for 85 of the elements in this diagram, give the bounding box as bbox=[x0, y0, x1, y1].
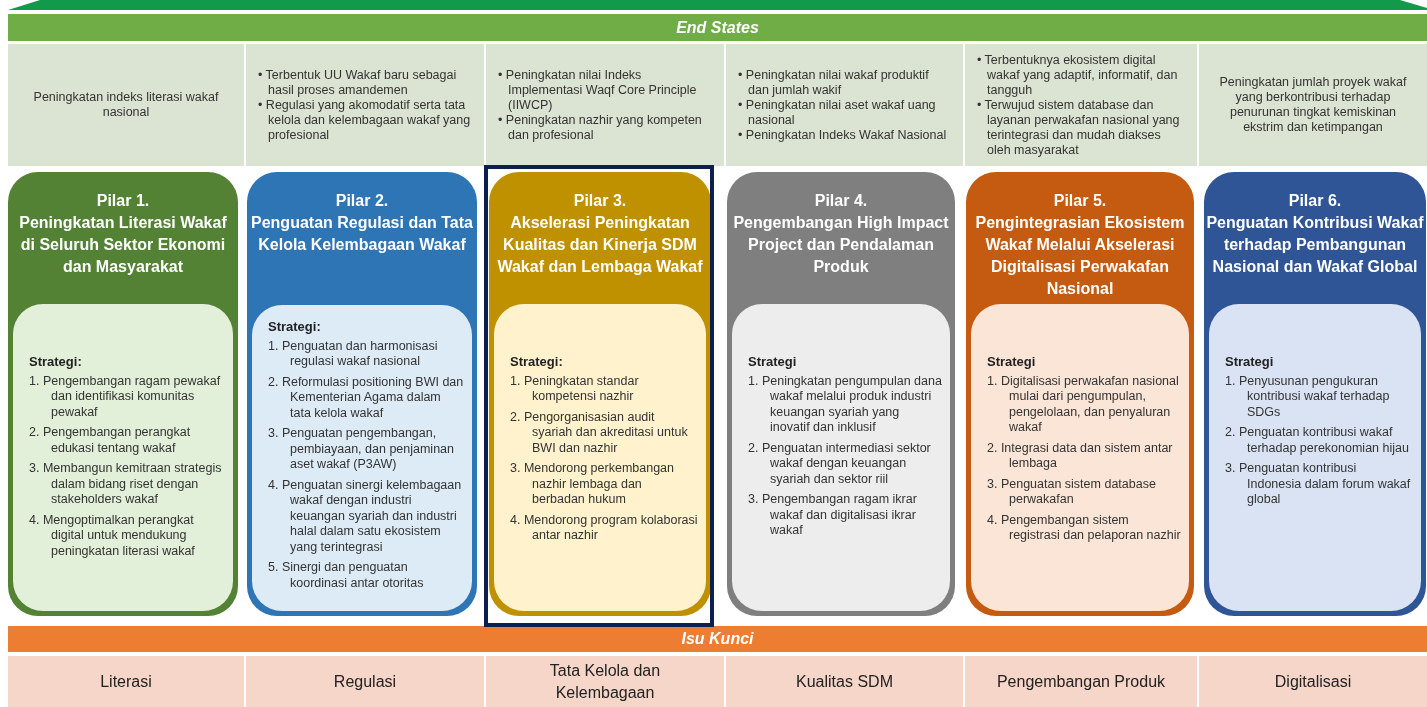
strategy-heading: Strategi: bbox=[510, 354, 564, 370]
strategy-item: 1. Penyusunan pengukuran kontribusi wakaf terhadap SDGs bbox=[1225, 373, 1391, 420]
strategy-heading: Strategi bbox=[987, 354, 1037, 370]
pillar-card bbox=[966, 172, 1194, 616]
pillar-title: Akselerasi Peningkatan Kualitas dan Kinerja SDM Wakaf dan Lembaga Wakaf bbox=[496, 213, 704, 277]
key-issue-cell bbox=[1199, 656, 1427, 707]
section-header-band bbox=[8, 14, 1427, 41]
pillar-card bbox=[8, 172, 238, 616]
pillar-number: Pilar 4. bbox=[813, 191, 869, 211]
strategy-item: 3. Penguatan pengembangan, pembiayaan, dan penjaminan aset wakaf (P3AW) bbox=[268, 426, 455, 473]
key-issue-cell bbox=[726, 656, 963, 707]
strategy-panel bbox=[971, 304, 1189, 611]
strategy-item: 2. Penguatan intermediasi sektor wakaf dengan keuangan syariah dan sektor riil bbox=[748, 440, 932, 487]
strategy-item: 2. Reformulasi positioning BWI dan Kementerian Agama dalam tata kelola wakaf bbox=[268, 374, 464, 421]
header-text: End States bbox=[676, 18, 759, 37]
strategy-item: 2. Penguatan kontribusi wakaf terhadap perekonomian hijau bbox=[1225, 425, 1410, 456]
pillar-number: Pilar 2. bbox=[334, 191, 390, 211]
strategy-item: 2. Pengorganisasian audit syariah dan akreditasi untuk BWI dan nazhir bbox=[510, 409, 689, 456]
strategy-item: 1. Pengembangan ragam pewakaf dan identifikasi komunitas pewakaf bbox=[29, 373, 222, 420]
strategy-panel bbox=[252, 305, 472, 611]
strategy-item: 1. Penguatan dan harmonisasi regulasi wakaf nasional bbox=[268, 338, 439, 370]
strategy-heading: Strategi: bbox=[268, 319, 322, 335]
strategy-heading: Strategi bbox=[1225, 354, 1275, 370]
strategy-item: 5. Sinergi dan penguatan koordinasi antar otoritas bbox=[268, 560, 425, 591]
bullet-item: • Peningkatan Indeks Wakaf Nasional bbox=[738, 127, 948, 143]
key-issue-text: Kualitas SDM bbox=[796, 671, 893, 692]
strategy-item: 1. Digitalisasi perwakafan nasional mulai dari pengumpulan, pengelolaan, dan penyaluran wakaf bbox=[987, 373, 1180, 436]
pillar-number: Pilar 1. bbox=[95, 191, 151, 211]
pillar-number: Pilar 6. bbox=[1287, 191, 1343, 211]
section-header-band bbox=[8, 626, 1427, 652]
key-issue-cell bbox=[965, 656, 1197, 707]
header-text: Isu Kunci bbox=[681, 630, 754, 648]
strategy-panel bbox=[1209, 304, 1421, 611]
strategy-item: 3. Membangun kemitraan strategis dalam bidang riset dengan stakeholders wakaf bbox=[29, 461, 223, 508]
strategy-item: 4. Pengembangan sistem registrasi dan pelaporan nazhir bbox=[987, 512, 1181, 544]
strategy-item: 4. Mengoptimalkan perangkat digital untuk mendukung peningkatan literasi wakaf bbox=[29, 512, 196, 559]
end-state-text: Peningkatan jumlah proyek wakaf yang berkontribusi terhadap penurunan tingkat kemiskinan ekstrim dan ketimpangan bbox=[1218, 75, 1408, 135]
strategy-panel bbox=[494, 304, 706, 611]
key-issue-text: Pengembangan Produk bbox=[996, 671, 1166, 692]
strategy-panel bbox=[13, 304, 233, 611]
key-issue-cell bbox=[8, 656, 244, 707]
strategy-item: 3. Penguatan kontribusi Indonesia dalam forum wakaf global bbox=[1225, 461, 1412, 508]
pillar-number: Pilar 3. bbox=[572, 191, 628, 211]
key-issue-text: Literasi bbox=[100, 671, 152, 692]
key-issue-text: Digitalisasi bbox=[1274, 671, 1352, 692]
end-state-cell bbox=[486, 44, 724, 166]
end-state-text: Peningkatan indeks literasi wakaf nasional bbox=[32, 90, 220, 120]
end-state-cell bbox=[965, 44, 1197, 166]
strategy-item: 1. Peningkatan standar kompetensi nazhir bbox=[510, 373, 640, 405]
strategy-panel bbox=[732, 304, 950, 611]
pillar-card bbox=[247, 172, 477, 616]
pillar-title: Pengembangan High Impact Project dan Pendalaman Produk bbox=[732, 213, 950, 277]
strategy-item: 4. Mendorong program kolaborasi antar nazhir bbox=[510, 512, 698, 544]
strategy-item: 1. Peningkatan pengumpulan dana wakaf melalui produk industri keuangan syariah yang inovatif dan inklusif bbox=[748, 373, 942, 436]
key-issue-text: Regulasi bbox=[333, 671, 397, 692]
key-issue-cell bbox=[486, 656, 724, 707]
pillar-title: Peningkatan Literasi Wakaf di Seluruh Sektor Ekonomi dan Masyarakat bbox=[18, 213, 228, 277]
bullet-item: • Peningkatan nilai Indeks Implementasi Waqf Core Principle (IIWCP) bbox=[498, 67, 698, 113]
strategy-item: 4. Penguatan sinergi kelembagaan wakaf dengan industri keuangan syariah dan industri halal dalam satu ekosistem yang terintegrasi bbox=[268, 477, 463, 555]
end-state-cell bbox=[726, 44, 963, 166]
bullet-item: • Peningkatan nilai wakaf produktif dan jumlah wakif bbox=[738, 67, 930, 98]
end-state-cell bbox=[246, 44, 484, 166]
end-state-cell bbox=[8, 44, 244, 166]
pillar-title: Penguatan Kontribusi Wakaf terhadap Pembangunan Nasional dan Wakaf Global bbox=[1205, 213, 1425, 277]
pillar-card bbox=[1204, 172, 1426, 616]
strategy-item: 3. Penguatan sistem database perwakafan bbox=[987, 476, 1157, 508]
key-issue-text: Tata Kelola dan Kelembagaan bbox=[548, 660, 662, 703]
pillar-title: Penguatan Regulasi dan Tata Kelola Kelembagaan Wakaf bbox=[250, 213, 474, 255]
strategy-item: 3. Mendorong perkembangan nazhir lembaga dan berbadan hukum bbox=[510, 461, 675, 508]
pillar-card bbox=[727, 172, 955, 616]
strategy-item: 3. Pengembangan ragam ikrar wakaf dan digitalisasi ikrar wakaf bbox=[748, 492, 918, 539]
strategy-item: 2. Pengembangan perangkat edukasi tentang wakaf bbox=[29, 425, 192, 456]
bullet-item: • Peningkatan nazhir yang kompeten dan profesional bbox=[498, 112, 703, 143]
pillar-number: Pilar 5. bbox=[1052, 191, 1108, 211]
end-state-cell bbox=[1199, 44, 1427, 166]
bullet-item: • Regulasi yang akomodatif serta tata kelola dan kelembagaan wakaf yang profesional bbox=[258, 97, 472, 143]
key-issue-cell bbox=[246, 656, 484, 707]
pillar-title: Pengintegrasian Ekosistem Wakaf Melalui Akselerasi Digitalisasi Perwakafan Nasional bbox=[974, 213, 1186, 299]
strategy-item: 2. Integrasi data dan sistem antar lembaga bbox=[987, 440, 1174, 472]
bullet-item: • Terbentuknya ekosistem digital wakaf yang adaptif, informatif, dan tangguh bbox=[977, 52, 1179, 98]
strategy-heading: Strategi bbox=[748, 354, 798, 370]
strategy-heading: Strategi: bbox=[29, 354, 83, 370]
bullet-item: • Terbentuk UU Wakaf baru sebagai hasil proses amandemen bbox=[258, 67, 458, 98]
bullet-item: • Peningkatan nilai aset wakaf uang nasional bbox=[738, 97, 937, 128]
bullet-item: • Terwujud sistem database dan layanan perwakafan nasional yang terintegrasi dan mudah diakses oleh masyarakat bbox=[977, 97, 1181, 158]
